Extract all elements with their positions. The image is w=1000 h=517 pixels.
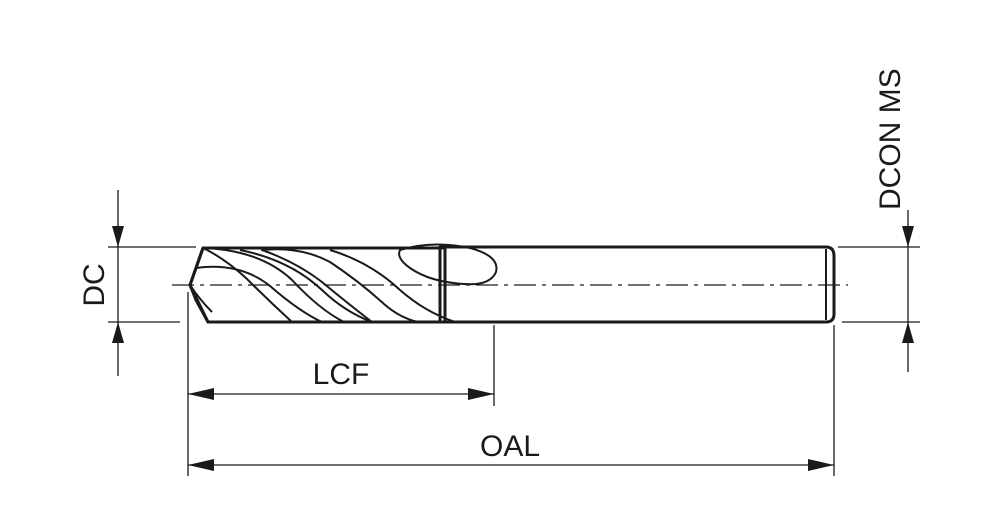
oal-dimension: OAL xyxy=(188,430,834,471)
dc-arrow-bottom xyxy=(112,322,124,343)
drill-shank xyxy=(438,245,836,324)
flute-runout xyxy=(398,243,498,286)
dc-dimension: DC xyxy=(78,190,124,376)
lcf-arrow-left xyxy=(188,388,214,400)
land-edge-2 xyxy=(239,249,373,323)
dcon-label: DCON MS xyxy=(874,68,907,210)
dc-arrow-top xyxy=(112,226,124,247)
extension-lines xyxy=(108,246,920,476)
lcf-label: LCF xyxy=(313,358,370,391)
land-edge-3 xyxy=(329,249,456,323)
dc-label: DC xyxy=(78,263,111,306)
oal-arrow-right xyxy=(808,459,834,471)
land-edge-1 xyxy=(195,265,323,323)
dcon-arrow-bottom xyxy=(902,322,914,343)
lcf-dimension: LCF xyxy=(188,358,494,400)
oal-label: OAL xyxy=(480,430,540,463)
drill-body xyxy=(188,243,836,324)
dcon-arrow-top xyxy=(902,226,914,247)
dcon-dimension: DCON MS xyxy=(874,68,914,372)
flute-groove-2 xyxy=(261,248,419,323)
lcf-arrow-right xyxy=(468,388,494,400)
oal-arrow-left xyxy=(188,459,214,471)
